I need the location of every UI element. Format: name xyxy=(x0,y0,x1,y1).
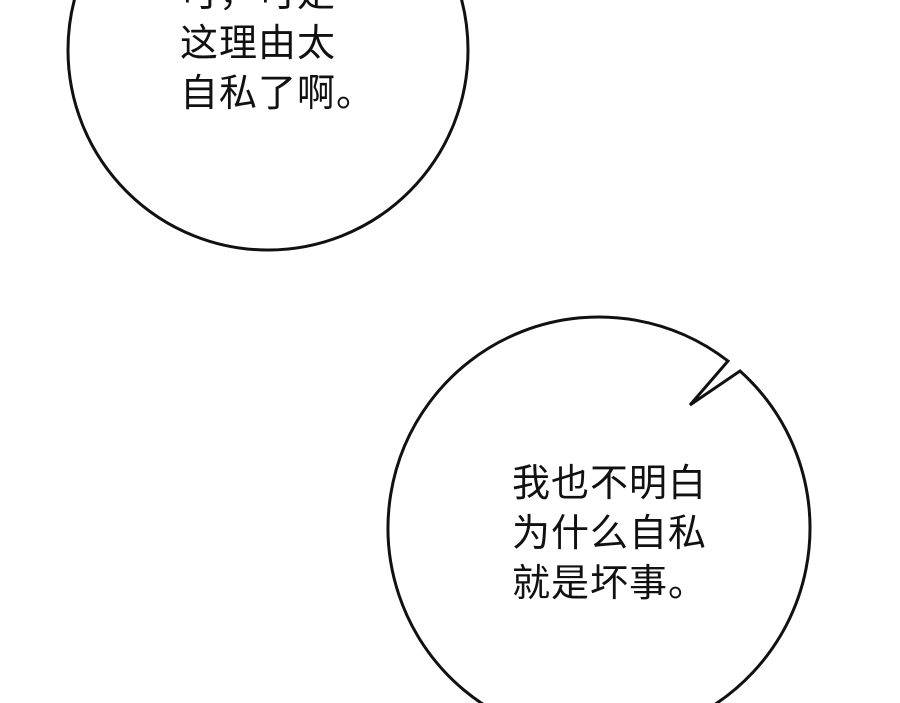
dialogue-line: 我也不明白 xyxy=(512,461,708,505)
dialogue-line: 可，可是 xyxy=(180,0,375,18)
bubble-2-dialogue: 我也不明白 为什么自私 就是坏事。 xyxy=(512,458,707,608)
dialogue-line: 为什么自私 xyxy=(512,511,708,555)
dialogue-line: 这理由太 xyxy=(180,21,337,65)
bubble-1-dialogue: 可，可是 这理由太 自私了啊。 xyxy=(180,0,375,118)
speech-bubble-2 xyxy=(386,315,812,703)
dialogue-line: 就是坏事。 xyxy=(512,561,708,605)
speech-bubble-1 xyxy=(66,0,470,252)
dialogue-line: 自私了啊。 xyxy=(180,71,376,115)
